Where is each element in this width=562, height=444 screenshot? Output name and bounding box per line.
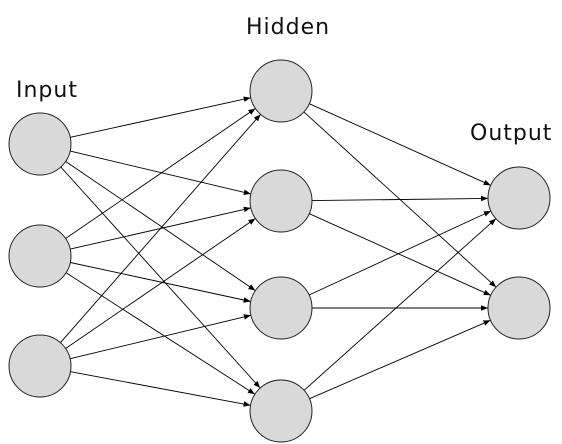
edge-input-2-to-hidden-1 (65, 108, 256, 239)
edge-input-3-to-hidden-2 (65, 218, 256, 349)
hidden-neuron-3 (249, 276, 313, 340)
edge-input-1-to-hidden-4 (60, 166, 261, 389)
edge-input-2-to-hidden-3 (70, 262, 251, 303)
edge-input-3-to-hidden-3 (69, 314, 252, 360)
input-layer-label: Input (16, 78, 78, 103)
edge-input-1-to-hidden-1 (70, 96, 251, 138)
hidden-neuron-2 (249, 169, 313, 233)
edge-hidden-1-to-output-1 (309, 103, 491, 186)
edge-input-1-to-hidden-2 (70, 150, 251, 196)
edge-input-3-to-hidden-1 (60, 114, 261, 343)
hidden-neuron-1 (249, 59, 313, 123)
edge-hidden-2-to-output-2 (309, 213, 491, 296)
edge-hidden-4-to-output-2 (309, 319, 491, 400)
edge-input-1-to-hidden-3 (65, 161, 256, 291)
edge-hidden-2-to-output-1 (311, 195, 489, 202)
hidden-layer-label: Hidden (246, 15, 331, 40)
edge-input-2-to-hidden-4 (65, 272, 256, 395)
input-neuron-1 (8, 112, 72, 176)
hidden-neuron-4 (249, 379, 313, 443)
output-layer-label: Output (470, 121, 553, 146)
neurons (8, 59, 551, 443)
edge-input-3-to-hidden-4 (70, 371, 251, 407)
edge-hidden-3-to-output-1 (308, 210, 492, 296)
output-neuron-2 (487, 276, 551, 340)
input-neuron-3 (8, 334, 72, 398)
edge-hidden-4-to-output-1 (303, 218, 497, 391)
connections (60, 96, 497, 407)
output-neuron-1 (487, 166, 551, 230)
input-neuron-2 (8, 224, 72, 288)
